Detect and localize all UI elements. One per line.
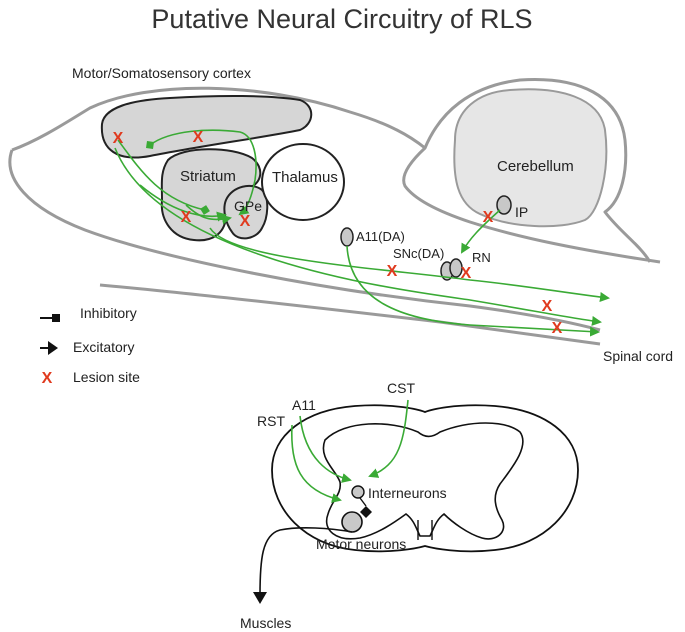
lesion-cortex-1: X <box>113 130 124 147</box>
inhibitory-legend-icon <box>52 314 60 322</box>
excitatory-legend-label: Excitatory <box>73 339 134 355</box>
motor-neuron-cell <box>341 511 363 533</box>
brain-outline <box>8 78 661 346</box>
lesion-rn: X <box>461 265 472 282</box>
lesion-cortex-2: X <box>193 129 204 146</box>
rn-label: RN <box>472 250 491 265</box>
lesion-snc: X <box>387 263 398 280</box>
lesion-gpe: X <box>240 213 251 230</box>
cst-label: CST <box>387 380 415 396</box>
central-canal <box>417 520 433 540</box>
cerebellum-label: Cerebellum <box>497 158 574 175</box>
inhibitory-synapse-icon <box>360 506 372 518</box>
spinal-cord-section <box>253 399 579 604</box>
lesion-spinal-2: X <box>552 320 563 337</box>
interneurons-label: Interneurons <box>368 485 447 501</box>
cerebellum-region <box>453 88 608 228</box>
inhibitory-synapse-line <box>359 497 367 507</box>
lesion-striatum: X <box>181 209 192 226</box>
motor-axon <box>259 527 353 596</box>
interneuron-cell <box>351 485 365 499</box>
lesion-legend-icon: X <box>42 370 53 387</box>
rn-nucleus <box>449 258 463 278</box>
excitatory-legend-icon <box>48 341 58 355</box>
spinal-cord-outline <box>271 404 579 553</box>
brain-pathways <box>114 129 610 337</box>
thalamus-region <box>261 143 345 221</box>
striatum-label: Striatum <box>180 168 236 185</box>
lesion-legend-label: Lesion site <box>73 369 140 385</box>
lesion-spinal-1: X <box>542 298 553 315</box>
rst-label: RST <box>257 413 285 429</box>
sncda-label: SNc(DA) <box>393 246 444 261</box>
legend: Inhibitory Excitatory X Lesion site <box>40 305 140 387</box>
lesion-markers: X X X X X X X X X <box>113 129 563 337</box>
inhibitory-legend-label: Inhibitory <box>80 305 137 321</box>
thalamus-label: Thalamus <box>272 169 338 186</box>
muscle-arrow-icon <box>253 592 267 604</box>
lesion-ip: X <box>483 209 494 226</box>
ip-nucleus <box>496 195 512 215</box>
a11da-label: A11(DA) <box>356 229 405 244</box>
ip-label: IP <box>515 204 528 220</box>
gray-matter-outline <box>322 422 524 540</box>
spinal-pathways <box>290 399 409 503</box>
a11-nucleus <box>340 227 354 247</box>
spinal-cord-label: Spinal cord <box>603 348 673 364</box>
page-title: Putative Neural Circuitry of RLS <box>151 4 532 34</box>
motor-neurons-label: Motor neurons <box>316 536 406 552</box>
a11-label: A11 <box>292 397 316 413</box>
muscles-label: Muscles <box>240 615 291 631</box>
gpe-label: GPe <box>234 198 262 214</box>
cortex-label: Motor/Somatosensory cortex <box>72 65 251 81</box>
